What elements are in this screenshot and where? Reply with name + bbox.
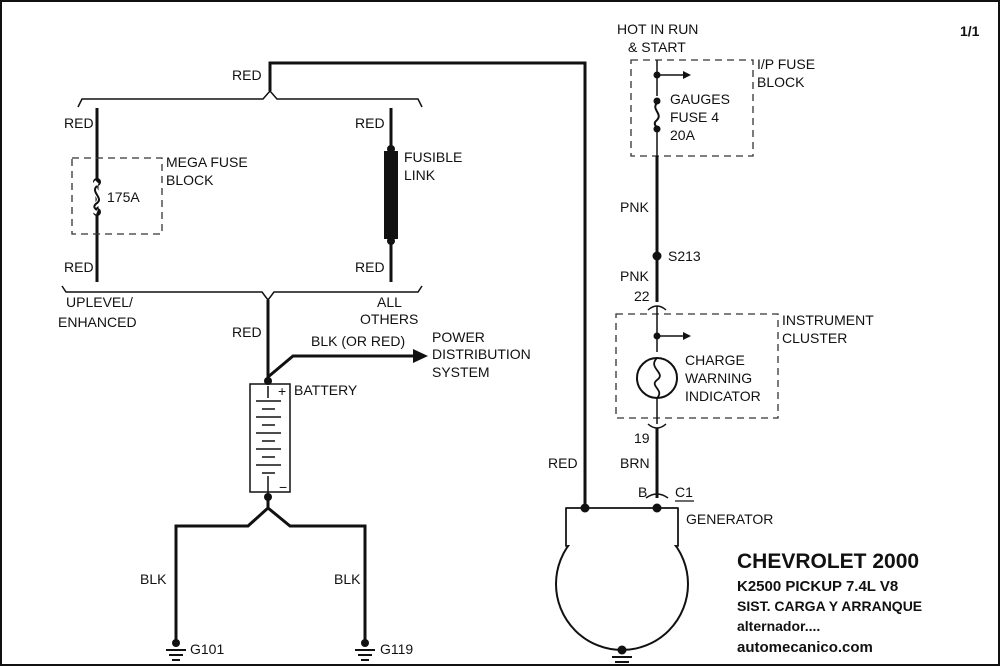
title-website: automecanico.com xyxy=(737,639,873,656)
pin-19-label: 19 xyxy=(634,430,650,446)
title-model: K2500 PICKUP 7.4L V8 xyxy=(737,578,898,595)
instrument-cluster xyxy=(615,305,779,419)
connector-c1-label: C1 xyxy=(675,484,693,500)
blk-or-red-label: BLK (OR RED) xyxy=(311,333,405,349)
ground-g101-icon xyxy=(166,639,186,661)
red-wire-to-generator xyxy=(268,61,587,508)
option-bracket-top xyxy=(77,89,423,108)
mega-fuse-red-top-label: RED xyxy=(64,115,94,131)
hot-in-run-line2: & START xyxy=(628,39,686,55)
pnk-upper-label: PNK xyxy=(620,199,649,215)
battery-plus: + xyxy=(278,383,286,399)
generator xyxy=(555,503,689,663)
ground-wire-left xyxy=(174,498,270,640)
fusible-red-bottom-label: RED xyxy=(355,259,385,275)
mega-fuse-block xyxy=(71,108,163,282)
splice-s213 xyxy=(652,251,662,261)
ip-fuse-block-line1: I/P FUSE xyxy=(757,56,815,72)
option-all-line1: ALL xyxy=(377,294,402,310)
battery-label: BATTERY xyxy=(294,382,358,398)
fusible-link-label-1: FUSIBLE xyxy=(404,149,462,165)
charge-warning-line3: INDICATOR xyxy=(685,388,761,404)
fusible-red-top-label: RED xyxy=(355,115,385,131)
power-distribution-arrow xyxy=(413,349,428,363)
battery-minus: − xyxy=(279,479,287,495)
ground-g119-label: G119 xyxy=(380,641,413,657)
instrument-cluster-line2: CLUSTER xyxy=(782,330,847,346)
power-distribution-wire xyxy=(267,354,413,379)
option-all-line2: OTHERS xyxy=(360,311,418,327)
blk-left-label: BLK xyxy=(140,571,167,587)
ip-fuse-block-line2: BLOCK xyxy=(757,74,805,90)
brn-label: BRN xyxy=(620,455,650,471)
mega-fuse-label-2: BLOCK xyxy=(166,172,214,188)
page-number: 1/1 xyxy=(960,23,980,39)
title-component: alternador.... xyxy=(737,618,820,634)
red-generator-label: RED xyxy=(548,455,578,471)
red-wire-top-label: RED xyxy=(232,67,262,83)
mega-fuse-label-1: MEGA FUSE xyxy=(166,154,248,170)
gauges-fuse-line2: FUSE 4 xyxy=(670,109,719,125)
generator-label: GENERATOR xyxy=(686,511,773,527)
pin-22-label: 22 xyxy=(634,288,650,304)
blk-right-label: BLK xyxy=(334,571,361,587)
power-distribution-line2: DISTRIBUTION xyxy=(432,346,531,362)
ip-fuse-block xyxy=(630,59,754,157)
fusible-link-label-2: LINK xyxy=(404,167,436,183)
power-distribution-line1: POWER xyxy=(432,329,485,345)
pin-19-connector xyxy=(647,423,667,429)
mega-fuse-rating: 175A xyxy=(107,189,140,205)
option-uplevel-line1: UPLEVEL/ xyxy=(66,294,133,310)
charge-warning-line2: WARNING xyxy=(685,370,752,386)
charge-warning-lamp-icon xyxy=(636,357,678,424)
battery-red-label: RED xyxy=(232,324,262,340)
c1-connector xyxy=(645,493,669,499)
pnk-lower-label: PNK xyxy=(620,268,649,284)
hot-in-run-line1: HOT IN RUN xyxy=(617,21,698,37)
ground-g101-label: G101 xyxy=(190,641,224,657)
title-system: SIST. CARGA Y ARRANQUE xyxy=(737,598,922,614)
ground-g119-icon xyxy=(355,639,375,661)
title-chevrolet: CHEVROLET 2000 xyxy=(737,550,919,573)
gauges-fuse-line1: GAUGES xyxy=(670,91,730,107)
mega-fuse-red-bottom-label: RED xyxy=(64,259,94,275)
gauges-fuse-line3: 20A xyxy=(670,127,696,143)
instrument-cluster-line1: INSTRUMENT xyxy=(782,312,874,328)
battery xyxy=(249,377,291,501)
power-distribution-line3: SYSTEM xyxy=(432,364,490,380)
fusible-link xyxy=(384,108,398,282)
terminal-b-label: B xyxy=(638,484,647,500)
splice-label: S213 xyxy=(668,248,701,264)
ground-wire-right xyxy=(267,506,367,640)
option-uplevel-line2: ENHANCED xyxy=(58,314,137,330)
charge-warning-line1: CHARGE xyxy=(685,352,745,368)
